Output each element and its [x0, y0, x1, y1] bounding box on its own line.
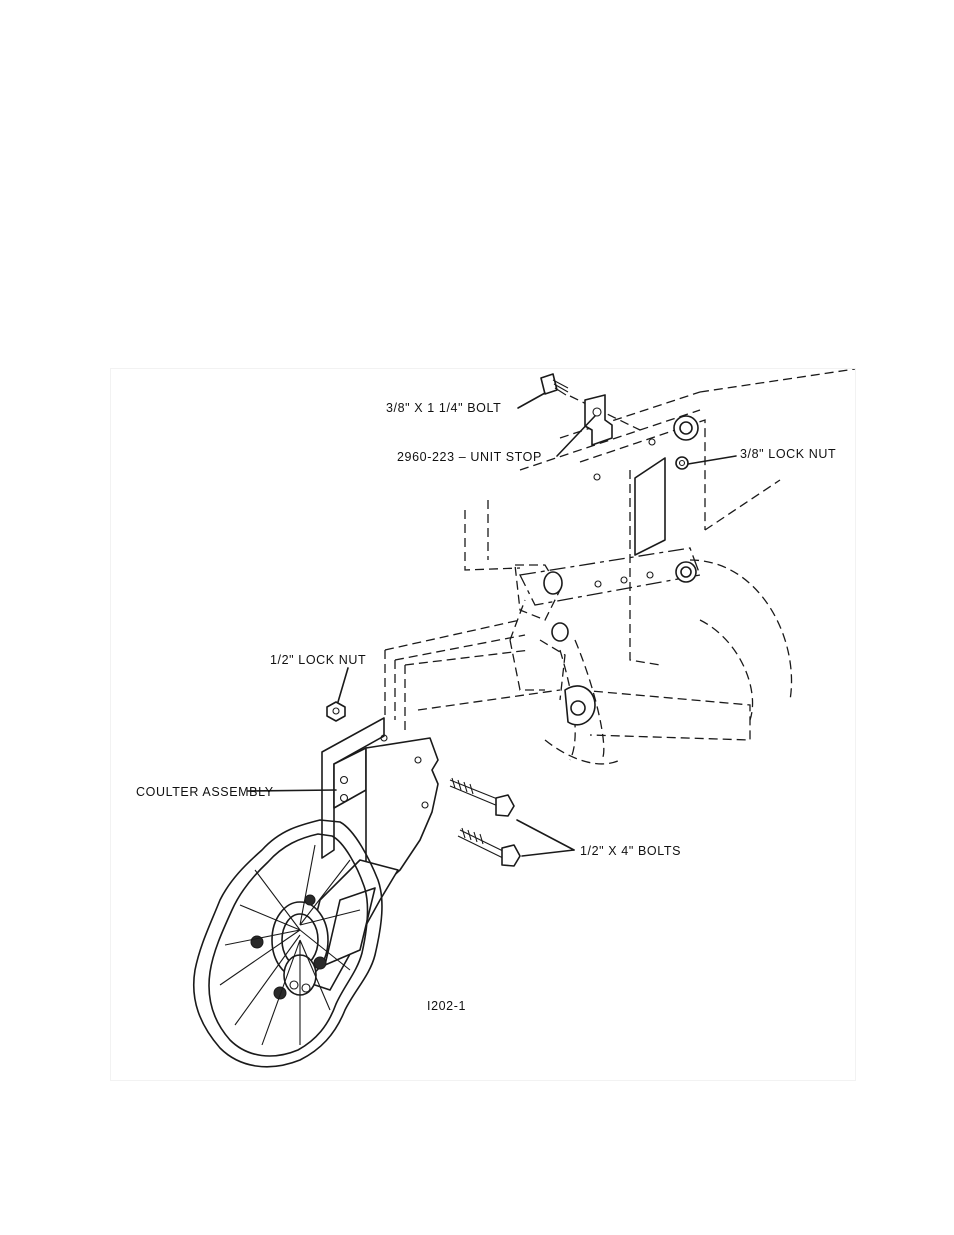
planter-frame: [465, 369, 855, 764]
pivot-bracket: [510, 565, 568, 700]
large-lock-nut: [327, 702, 345, 721]
frame-stop-plate: [635, 458, 665, 555]
label-small-lock-nut: 3/8" LOCK NUT: [740, 447, 836, 461]
label-small-bolt: 3/8" X 1 1/4" BOLT: [386, 401, 501, 415]
unit-stop-part: [585, 395, 612, 445]
gauge-wheel-arm: [565, 686, 750, 740]
small-lock-nut: [676, 457, 688, 469]
label-figure-id: I202-1: [427, 999, 466, 1013]
diagram-canvas: 3/8" X 1 1/4" BOLT 2960-223 – UNIT STOP …: [111, 369, 855, 1080]
exploded-assembly-diagram: 3/8" X 1 1/4" BOLT 2960-223 – UNIT STOP …: [111, 369, 855, 1080]
label-coulter-assembly: COULTER ASSEMBLY: [136, 785, 274, 799]
label-unit-stop: 2960-223 – UNIT STOP: [397, 450, 542, 464]
label-large-bolts: 1/2" X 4" BOLTS: [580, 844, 681, 858]
callout-labels: 3/8" X 1 1/4" BOLT 2960-223 – UNIT STOP …: [136, 401, 836, 1013]
coulter-assembly: [194, 718, 438, 1067]
alignment-lines: [385, 620, 560, 730]
large-bolts: [450, 778, 520, 866]
label-large-lock-nut: 1/2" LOCK NUT: [270, 653, 366, 667]
